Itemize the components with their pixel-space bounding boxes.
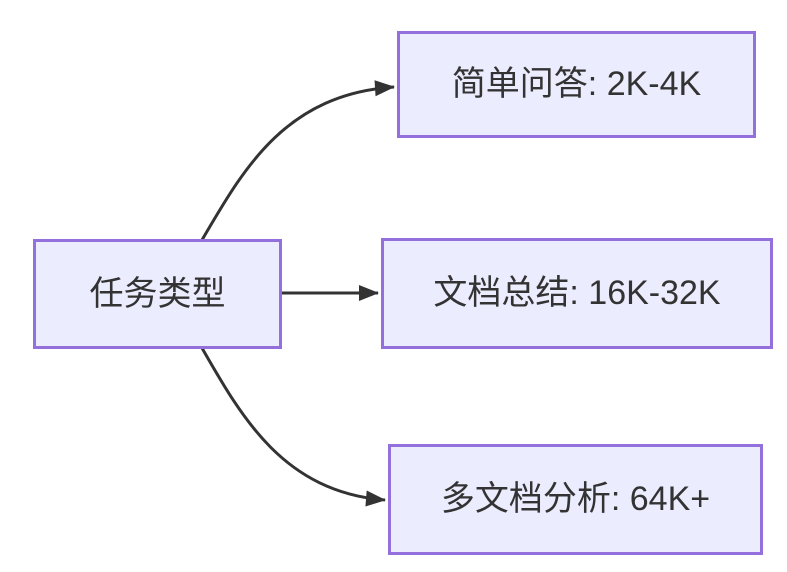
node-simple-qa: 简单问答: 2K-4K	[397, 31, 756, 138]
node-doc-summary-label: 文档总结: 16K-32K	[433, 274, 721, 313]
node-multi-doc-label: 多文档分析: 64K+	[440, 480, 711, 519]
edge-root-to-simple-qa	[200, 80, 395, 241]
node-simple-qa-label: 简单问答: 2K-4K	[451, 65, 702, 104]
node-task-type: 任务类型	[33, 239, 282, 349]
node-multi-doc: 多文档分析: 64K+	[388, 444, 763, 555]
node-task-type-label: 任务类型	[89, 274, 226, 313]
edge-root-to-multi-doc	[200, 347, 386, 507]
node-doc-summary: 文档总结: 16K-32K	[381, 238, 773, 349]
